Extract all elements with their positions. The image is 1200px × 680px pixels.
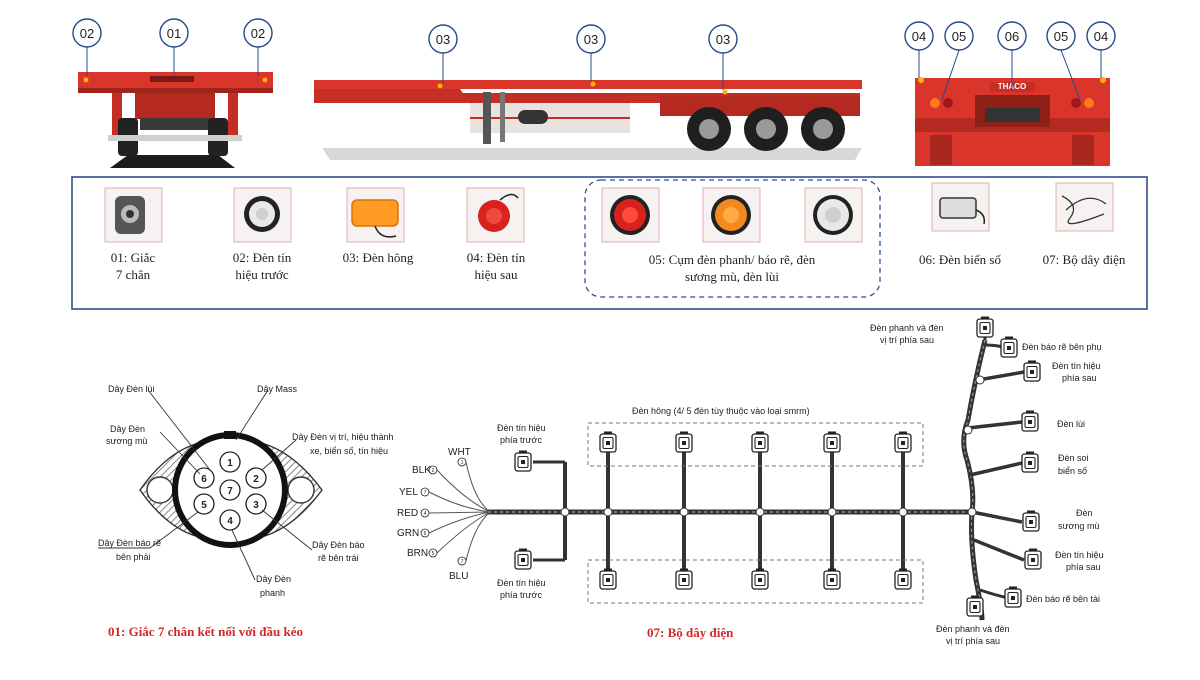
part-label-02-line2: hiệu trước [235, 267, 288, 282]
part-label-01-line2: 7 chân [116, 267, 151, 282]
label-position-wire-2: xe, biển số, tín hiệu [310, 446, 388, 456]
pin-5: 5 [201, 500, 207, 511]
callout-rear-2: 05 [952, 29, 966, 44]
part-thumb-harness [1055, 182, 1114, 232]
part-thumb-brake-lamp [601, 187, 660, 243]
label-rear-signal-bottom-1: Đèn tín hiệu [1055, 550, 1104, 560]
label-brake-wire-2: phanh [260, 588, 285, 598]
callout-front-right: 02 [251, 26, 265, 41]
label-rear-brake-bottom-2: vị trí phía sau [946, 636, 1000, 646]
pin-2: 2 [253, 474, 259, 485]
part-thumb-rear-signal [466, 187, 525, 243]
part-thumb-turn-lamp [702, 187, 761, 243]
label-turn-right-wire-2: bên phải [116, 552, 151, 562]
side-view-illustration [314, 80, 862, 160]
wire-color-blu: BLU [449, 571, 468, 582]
label-turn-left-wire-1: Dây Đèn báo [312, 540, 365, 550]
label-rear-fog-2: sương mù [1058, 521, 1099, 531]
label-brake-wire-1: Dây Đèn [256, 574, 291, 584]
label-turn-left-wire-2: rẽ bên trái [318, 553, 359, 563]
pin-4: 4 [227, 516, 233, 527]
connector-leader-lines [98, 389, 313, 581]
wire-pin-grn: 6 [424, 531, 427, 537]
label-rear-brake-top-1: Đèn phanh và đèn [870, 323, 944, 333]
label-turn-right-wire-1: Dây Đèn báo rẽ [98, 538, 161, 548]
wire-pin-blu: 7 [461, 559, 464, 565]
label-plate-lamp-2: biển số [1058, 466, 1087, 476]
label-position-wire-1: Dây Đèn vị trí, hiệu thành [292, 432, 394, 442]
callout-rear-1: 04 [912, 29, 926, 44]
callout-side-2: 03 [584, 32, 598, 47]
label-rear-brake-top-2: vị trí phía sau [880, 335, 934, 345]
part-label-03-line1: 03: Đèn hông [343, 250, 414, 265]
label-reverse-wire: Dây Đèn lùi [108, 384, 155, 394]
part-thumb-connector [104, 187, 163, 243]
pin-3: 3 [253, 500, 259, 511]
harness-wire-colors: WHT BLK YEL RED GRN BRN BLU 1 2 7 4 6 5 … [397, 447, 491, 582]
label-front-signal-bottom-2: phía trước [500, 590, 542, 600]
label-fog-wire-2: sương mù [106, 436, 147, 446]
pin-6: 6 [201, 474, 207, 485]
part-thumb-side-lamp [346, 187, 405, 243]
wire-color-brn: BRN [407, 548, 428, 559]
label-mass-wire: Dây Mass [257, 384, 298, 394]
part-label-04-line1: 04: Đèn tín [467, 250, 526, 265]
part-label-06-line1: 06: Đèn biển số [919, 252, 1001, 267]
label-rear-reverse: Đèn lùi [1057, 419, 1085, 429]
wire-pin-brn: 5 [432, 551, 435, 557]
label-front-signal-bottom-1: Đèn tín hiệu [497, 578, 546, 588]
callout-front-left: 02 [80, 26, 94, 41]
part-label-01-line1: 01: Giắc [111, 250, 156, 265]
label-plate-lamp-1: Đèn soi [1058, 453, 1089, 463]
wire-color-yel: YEL [399, 487, 418, 498]
label-turn-driver: Đèn báo rẽ bên tài [1026, 594, 1100, 604]
callout-rear-5: 04 [1094, 29, 1108, 44]
pin-1: 1 [227, 458, 233, 469]
part-thumb-plate-lamp [931, 182, 990, 232]
wire-color-grn: GRN [397, 528, 419, 539]
front-view-illustration [78, 72, 273, 168]
wire-pin-yel: 7 [424, 490, 427, 496]
part-thumb-reverse-lamp [804, 187, 863, 243]
rear-view-illustration: THACO [915, 77, 1110, 166]
label-rear-signal-top-1: Đèn tín hiệu [1052, 361, 1101, 371]
label-front-signal-top-1: Đèn tín hiệu [497, 423, 546, 433]
label-rear-brake-bottom-1: Đèn phanh và đèn [936, 624, 1010, 634]
wire-color-red: RED [397, 508, 418, 519]
harness-caption: 07: Bộ dây điện [647, 625, 734, 640]
part-thumb-front-signal [233, 187, 292, 243]
wire-pin-wht: 1 [461, 460, 464, 466]
callout-side-1: 03 [436, 32, 450, 47]
harness-trunk [488, 328, 1025, 621]
part-label-05-line1: 05: Cụm đèn phanh/ báo rẽ, đèn [649, 252, 816, 267]
callout-side-3: 03 [716, 32, 730, 47]
label-rear-signal-top-2: phía sau [1062, 373, 1097, 383]
wire-color-wht: WHT [448, 447, 471, 458]
wire-pin-blk: 2 [432, 468, 435, 474]
callout-group [72, 18, 1116, 101]
part-label-04-line2: hiệu sau [475, 267, 518, 282]
callout-front-center: 01 [167, 26, 181, 41]
part-label-02-line1: 02: Đèn tín [233, 250, 292, 265]
label-rear-fog-1: Đèn [1076, 508, 1093, 518]
wire-color-blk: BLK [412, 465, 431, 476]
pin-7: 7 [227, 486, 233, 497]
label-side-lights: Đèn hông (4/ 5 đèn tùy thuộc vào loại sm… [632, 406, 810, 416]
part-label-07-line1: 07: Bộ dây điện [1043, 252, 1126, 267]
part-label-05-line2: sương mù, đèn lùi [685, 269, 779, 284]
callout-rear-4: 05 [1054, 29, 1068, 44]
label-fog-wire-1: Dây Đèn [110, 424, 145, 434]
wire-pin-red: 4 [424, 511, 427, 517]
callout-rear-3: 06 [1005, 29, 1019, 44]
label-front-signal-top-2: phía trước [500, 435, 542, 445]
seven-pin-connector [139, 431, 323, 548]
label-rear-signal-bottom-2: phía sau [1066, 562, 1101, 572]
connector-caption: 01: Giắc 7 chân kết nối với đầu kéo [108, 624, 303, 639]
label-turn-aux: Đèn báo rẽ bên phụ [1022, 342, 1102, 352]
